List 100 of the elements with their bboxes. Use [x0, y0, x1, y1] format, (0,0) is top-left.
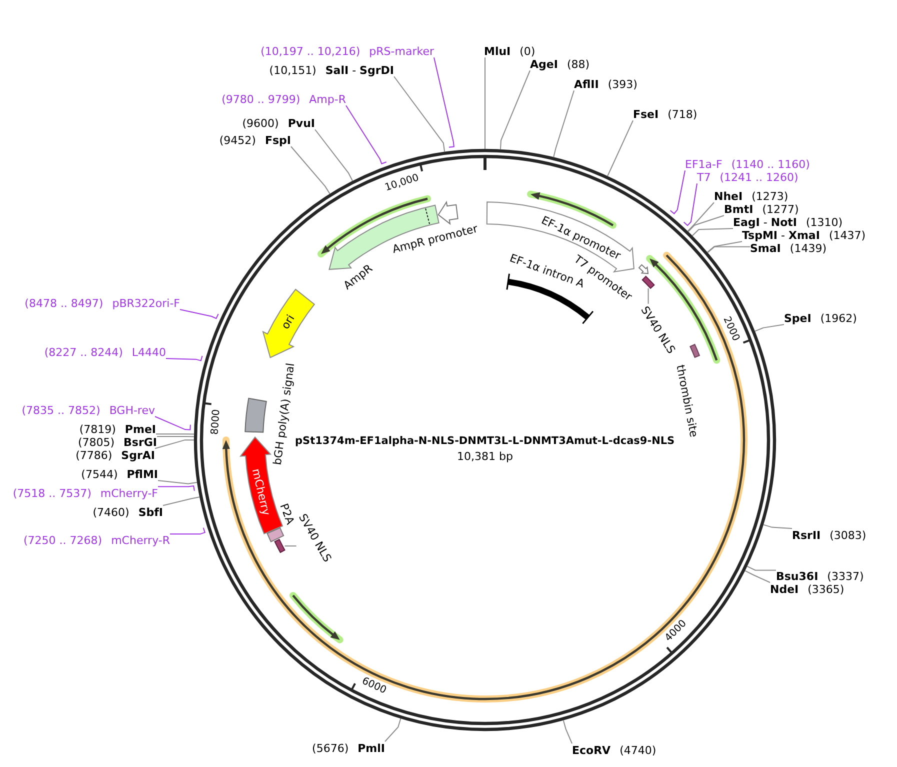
leader-line [746, 566, 776, 571]
primer-position: (8478 .. 8497) [24, 296, 104, 310]
site-position: (9452) [219, 134, 256, 146]
enzyme-name: SmaI [750, 242, 781, 254]
site-position: (1437) [828, 228, 866, 242]
enzyme-name: PmlI [358, 742, 385, 754]
enzyme-name: SbfI [138, 506, 163, 518]
site-position: (7544) [81, 468, 118, 480]
leader-line [762, 524, 792, 529]
leader-line [744, 570, 770, 583]
site-position: (3365) [808, 582, 844, 596]
primer-name: L4440 [132, 346, 166, 358]
pointed-block [262, 288, 315, 358]
leader-line [706, 241, 742, 253]
enzyme-name: TspMI - XmaI [742, 228, 820, 242]
leader-line [562, 720, 572, 744]
site-position: (0) [520, 44, 536, 58]
leader-line [156, 436, 195, 438]
leader-line [180, 309, 219, 320]
leader-line [683, 183, 698, 226]
leader-line [158, 485, 195, 492]
primer-name: pRS-marker [369, 44, 434, 58]
enzyme-name: PmeI [124, 422, 156, 436]
feature-block [642, 276, 655, 289]
enzyme-name: NdeI [770, 582, 799, 596]
enzyme-name: PflMI [126, 468, 158, 480]
leader-line [687, 202, 714, 232]
site-position: (88) [566, 58, 590, 70]
leader-line [158, 480, 198, 484]
site-position: (1439) [790, 242, 826, 254]
primer-position: (1140 .. 1160) [731, 158, 810, 170]
enzyme-name: SalI - SgrDI [325, 64, 394, 76]
primer-name: T7 [697, 170, 711, 184]
enzyme-name: Bsu36I [776, 570, 818, 582]
primer-position: (9780 .. 9799) [222, 92, 300, 106]
feature-block [266, 527, 284, 542]
leader-line [154, 439, 194, 449]
site-position: (4740) [620, 744, 656, 756]
enzyme-name: MluI [484, 44, 511, 58]
site-position: (5676) [312, 742, 349, 754]
feature-label: thrombin site [674, 363, 701, 438]
primer-name: Amp-R [309, 92, 346, 106]
site-position: (7805) [78, 436, 115, 448]
site-position: (7819) [79, 422, 116, 436]
enzyme-name: FspI [264, 134, 291, 146]
primer-name: mCherry-R [111, 534, 170, 546]
leader-line [688, 215, 724, 232]
enzyme-name: AgeI [530, 58, 558, 70]
primer-position: (8227 .. 8244) [44, 346, 123, 358]
site-position: (718) [668, 108, 698, 120]
enzyme-name: SgrAI [121, 448, 155, 462]
leader-line [394, 76, 446, 152]
leader-line [154, 416, 191, 430]
leader-line [166, 355, 203, 362]
tick-label: 10,000 [383, 172, 420, 194]
site-position: (9600) [242, 116, 279, 130]
leader-line [384, 718, 402, 742]
primer-position: (10,197 .. 10,216) [260, 44, 360, 58]
leader-line [648, 288, 649, 304]
enzyme-name: EagI - NotI [733, 216, 797, 228]
site-position: (3083) [830, 528, 866, 542]
leader-line [156, 433, 195, 435]
leader-line [754, 324, 784, 332]
plasmid-name: pSt1374m-EF1alpha-N-NLS-DNMT3L-L-DNMT3Amut-L-dcas9-NLS [295, 434, 675, 448]
tick-label: 2000 [720, 314, 742, 343]
feature-label: P2A [278, 502, 298, 526]
leader-line [162, 496, 200, 506]
leader-line [500, 70, 530, 150]
leader-line [553, 90, 574, 158]
leader-line [484, 57, 486, 150]
feature-block [274, 538, 286, 553]
feature-block [690, 344, 700, 358]
pointed-block [638, 264, 649, 274]
site-position: (7786) [76, 448, 112, 462]
primer-name: EF1a-F [685, 158, 722, 170]
primer-name: BGH-rev [109, 404, 155, 416]
feature-label: bGH poly(A) signal [270, 362, 297, 466]
tick-label: 8000 [209, 409, 222, 436]
site-position: (1277) [762, 202, 799, 216]
leader-line [290, 146, 330, 194]
enzyme-name: BsrGI [124, 436, 157, 448]
leader-line [284, 545, 297, 546]
site-position: (1273) [752, 190, 788, 202]
primer-name: pBR322ori-F [112, 296, 180, 310]
site-position: (7460) [92, 506, 130, 518]
leader-line [707, 246, 750, 254]
enzyme-name: SpeI [784, 312, 812, 324]
site-position: (10,151) [269, 64, 316, 76]
plasmid-length: 10,381 bp [457, 450, 513, 462]
enzyme-name: AflII [574, 78, 599, 90]
primer-position: (7518 .. 7537) [12, 486, 92, 500]
primer-name: mCherry-F [100, 486, 158, 500]
enzyme-name: EcoRV [572, 744, 611, 756]
leader-line [314, 129, 354, 182]
site-position: (3337) [827, 570, 864, 582]
leader-line [346, 105, 387, 164]
feature-label: mCherry [249, 467, 273, 516]
site-position: (1962) [820, 312, 857, 324]
feature-label: ori [278, 312, 298, 332]
site-position: (1310) [806, 216, 843, 228]
